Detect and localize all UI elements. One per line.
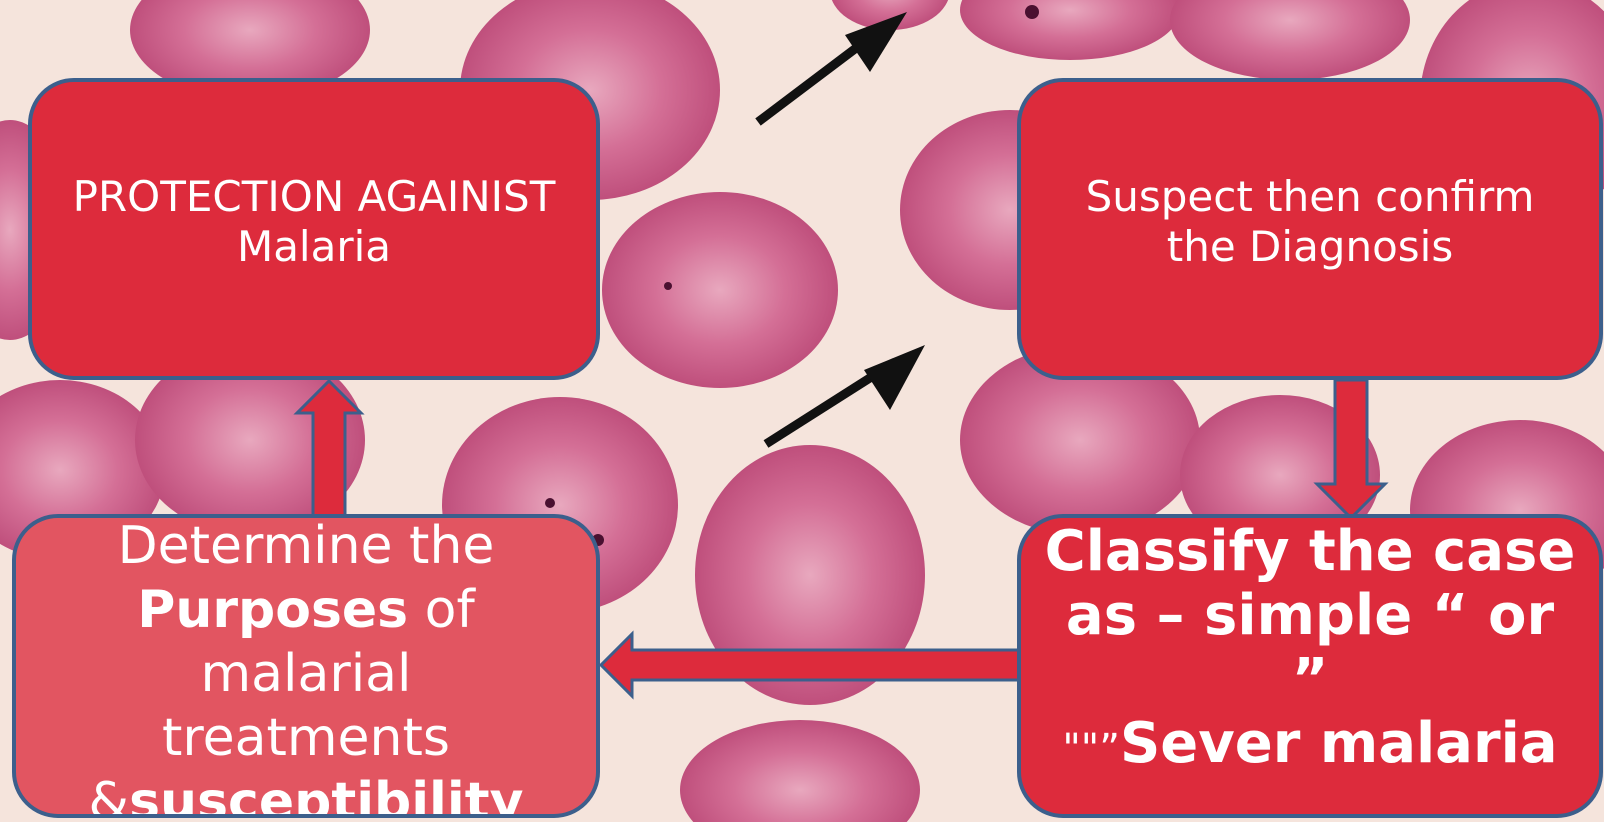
purposes-line2-rest: of xyxy=(408,580,475,640)
classify-line3: ” xyxy=(1292,647,1329,712)
arrow-down-to-classify xyxy=(1317,380,1385,518)
determine-purposes-box: Determine the Purposes of malarial treat… xyxy=(12,514,600,818)
classify-text: Classify the case as – simple “ or ” ""”… xyxy=(1045,520,1576,781)
classify-line2: as – simple “ or xyxy=(1066,583,1554,648)
protection-line2: Malaria xyxy=(237,222,391,271)
suspect-text: Suspect then confirm the Diagnosis xyxy=(1086,172,1535,272)
classify-case-box: Classify the case as – simple “ or ” ""”… xyxy=(1017,514,1603,818)
purposes-line3: malarial xyxy=(201,644,412,704)
purposes-line2-bold: Purposes xyxy=(137,580,408,640)
arrow-up-to-protection xyxy=(297,381,361,516)
protection-line1: PROTECTION AGAINIST xyxy=(73,172,556,221)
purposes-text: Determine the Purposes of malarial treat… xyxy=(89,514,524,818)
purposes-line5-bold: susceptibility xyxy=(129,772,523,818)
protection-against-malaria-box: PROTECTION AGAINIST Malaria xyxy=(28,78,600,380)
purposes-line5-prefix: & xyxy=(89,772,130,818)
protection-text: PROTECTION AGAINIST Malaria xyxy=(73,172,556,272)
classify-line4: Sever malaria xyxy=(1120,711,1558,776)
suspect-line1: Suspect then confirm xyxy=(1086,172,1535,221)
classify-line1: Classify the case xyxy=(1045,519,1576,584)
suspect-line2: the Diagnosis xyxy=(1167,222,1453,271)
arrow-left-to-purposes xyxy=(601,634,1019,696)
classify-line4-prefix: ""” xyxy=(1062,726,1120,772)
purposes-line4: treatments xyxy=(162,708,450,768)
purposes-line1: Determine the xyxy=(118,516,495,576)
suspect-confirm-diagnosis-box: Suspect then confirm the Diagnosis xyxy=(1017,78,1603,380)
